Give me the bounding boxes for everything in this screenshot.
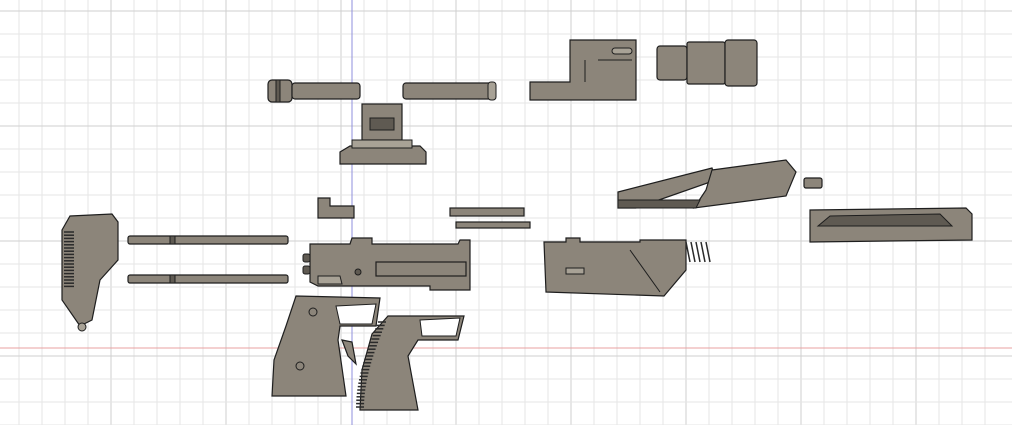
stock-butt[interactable]: [61, 213, 119, 332]
handguard-upper[interactable]: [617, 159, 797, 209]
flashlight-head[interactable]: [656, 39, 758, 87]
barrel-shroud[interactable]: [543, 237, 711, 297]
stock-rods[interactable]: [127, 235, 289, 284]
sight-part[interactable]: [317, 197, 355, 219]
grip-rib: [690, 241, 696, 263]
rail-block[interactable]: [529, 39, 637, 101]
small-pin[interactable]: [803, 177, 823, 189]
grip-rib: [700, 241, 706, 263]
scope-tube-right[interactable]: [402, 81, 497, 101]
grip-left[interactable]: [271, 295, 381, 397]
grip-rib: [685, 241, 691, 263]
grip-right[interactable]: [356, 315, 465, 411]
scope-tube-left[interactable]: [267, 79, 361, 103]
grip-rib: [695, 241, 701, 263]
rail-strips[interactable]: [449, 207, 531, 229]
receiver-slide[interactable]: [302, 237, 471, 291]
trigger[interactable]: [341, 339, 357, 366]
rail-section[interactable]: [809, 207, 973, 243]
grip-rib: [705, 241, 711, 263]
scope-mount[interactable]: [339, 103, 427, 165]
